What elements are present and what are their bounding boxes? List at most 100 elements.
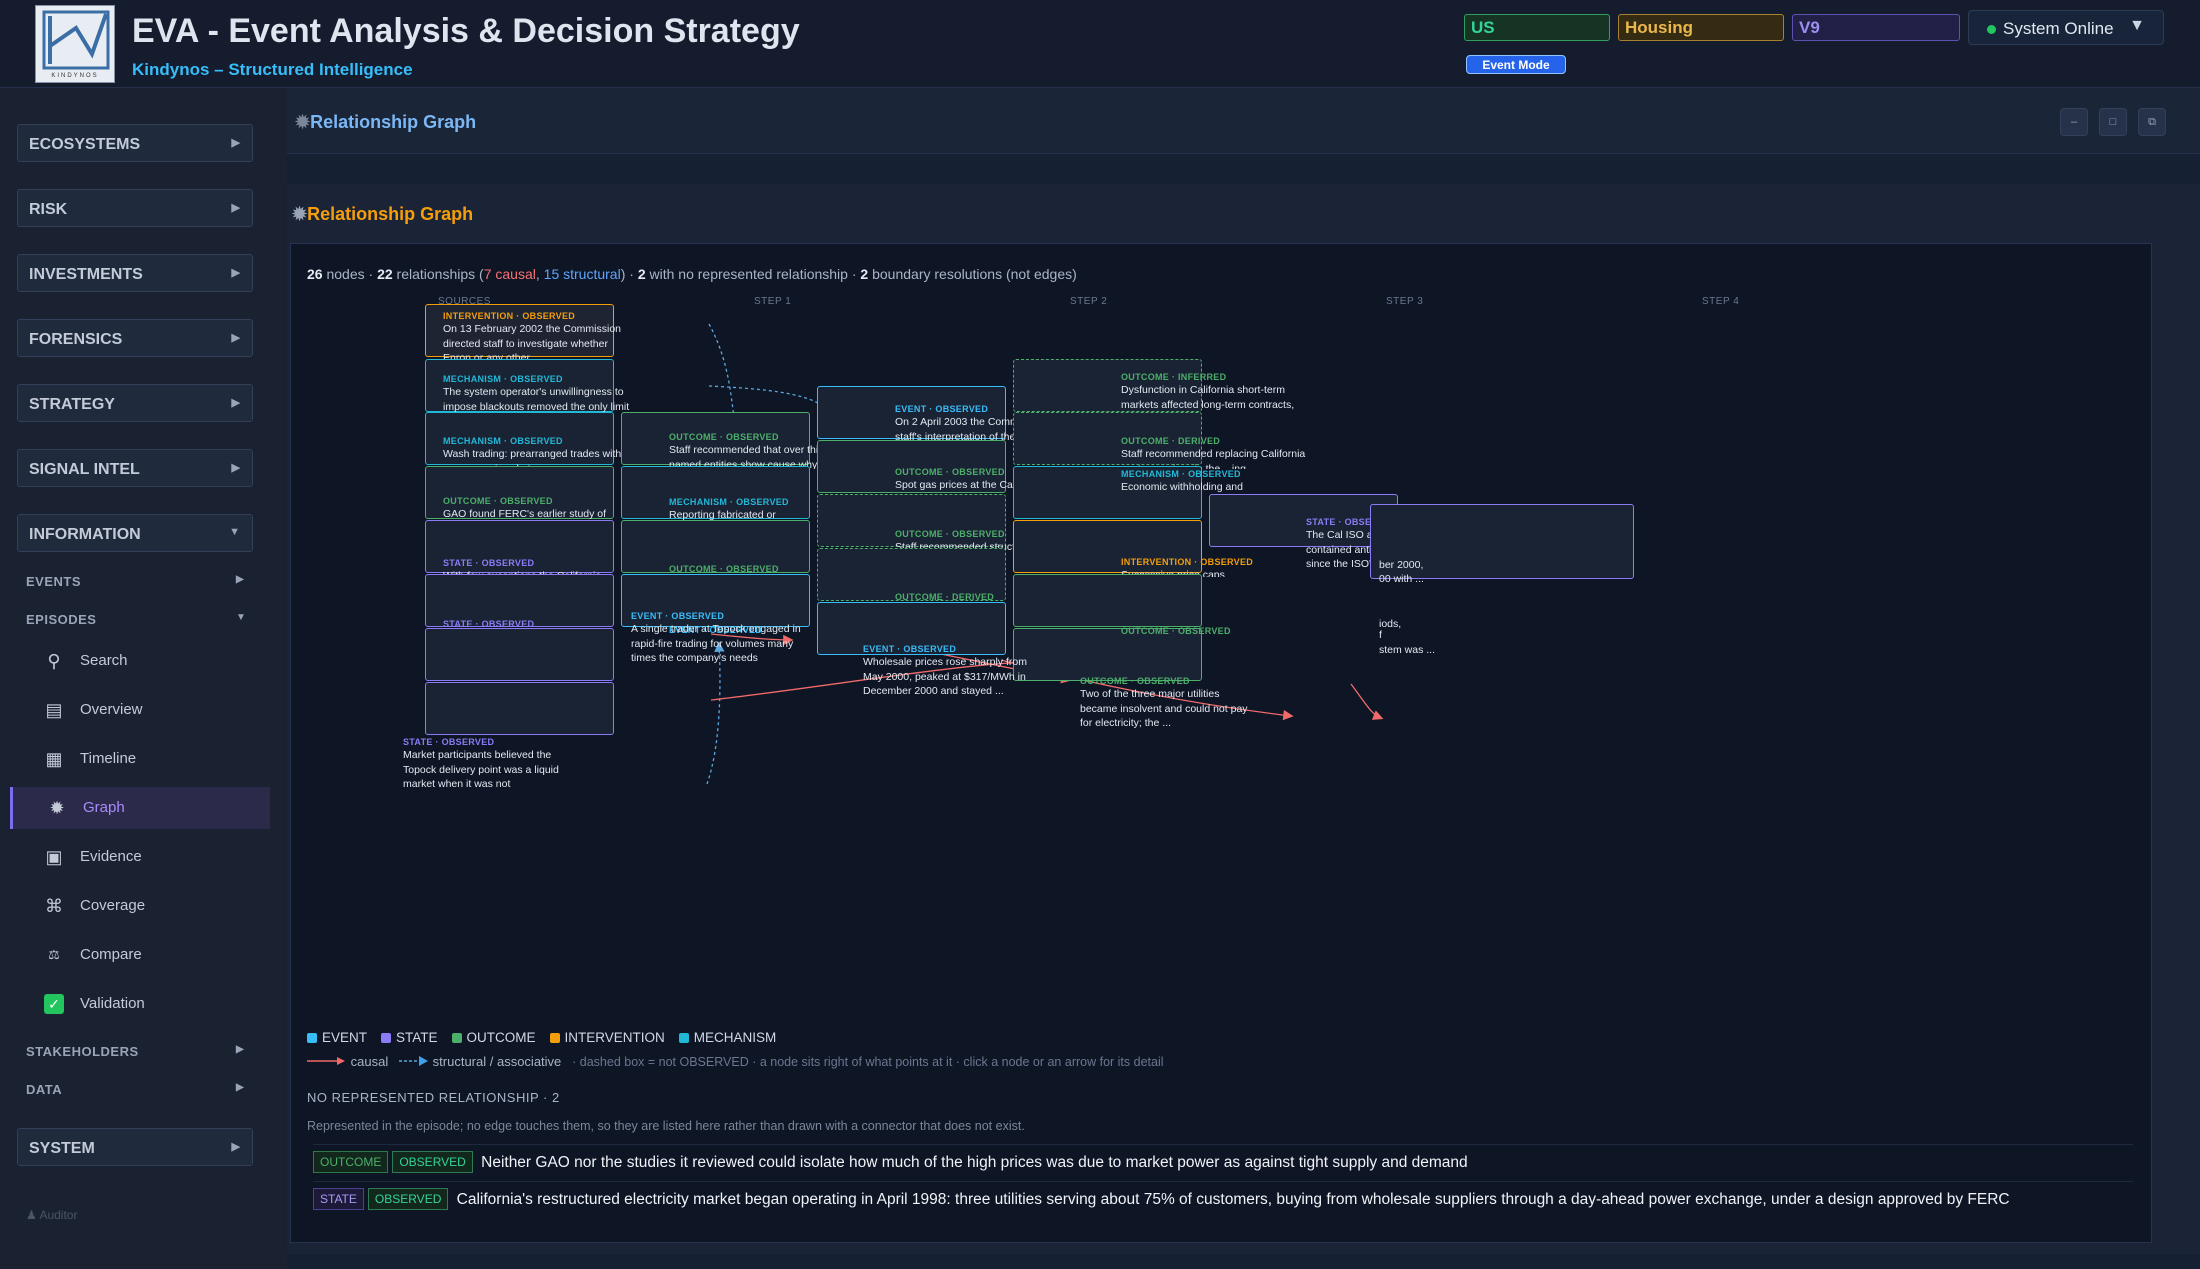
maximize-button[interactable]: □ <box>2099 108 2127 136</box>
node-text-fragment: iods, <box>1379 618 1402 630</box>
section-label: SIGNAL INTEL <box>29 461 140 478</box>
sidebar-section-ecosystems[interactable]: ECOSYSTEMS▶ <box>17 124 253 162</box>
expand-arrow-icon: ▶ <box>231 332 240 344</box>
graph-node-outcome[interactable] <box>817 440 1006 493</box>
check-icon: ✓ <box>44 994 64 1014</box>
node-type-label: OUTCOME · OBSERVED <box>1080 676 1190 686</box>
graph-node-outcome[interactable] <box>1013 412 1202 465</box>
region-selector[interactable]: US <box>1464 14 1610 41</box>
minimize-button[interactable]: – <box>2060 108 2088 136</box>
sidebar-section-risk[interactable]: RISK▶ <box>17 189 253 227</box>
sidebar-section-strategy[interactable]: STRATEGY▶ <box>17 384 253 422</box>
graph-node-mechanism[interactable] <box>425 412 614 465</box>
node-text[interactable]: Wholesale prices rose sharply from May 2… <box>863 656 1027 697</box>
sidebar-sub-events[interactable]: EVENTS▶ <box>26 574 244 589</box>
relationship-count-label: relationships <box>396 266 476 282</box>
causal-edge[interactable] <box>1350 683 1384 720</box>
node-type-label: OUTCOME · OBSERVED <box>669 432 779 442</box>
sidebar-section-investments[interactable]: INVESTMENTS▶ <box>17 254 253 292</box>
structural-edge[interactable] <box>708 323 739 425</box>
graph-node-state[interactable] <box>425 682 614 735</box>
graph-node-state[interactable] <box>425 520 614 573</box>
no-relationship-note: Represented in the episode; no edge touc… <box>307 1119 1025 1133</box>
version-selector[interactable]: V9 <box>1792 14 1960 41</box>
sub-label: EVENTS <box>26 574 82 589</box>
sidebar-item-timeline[interactable]: ▦Timeline <box>10 738 270 780</box>
graph-node-outcome[interactable] <box>1013 574 1202 627</box>
structural-edge[interactable] <box>708 385 828 411</box>
node-text: Reporting fabricated or <box>669 509 776 521</box>
node-text[interactable]: Two of the three major utilities became … <box>1080 688 1248 729</box>
sidebar-sub-stakeholders[interactable]: STAKEHOLDERS▶ <box>26 1044 244 1059</box>
legend-swatch <box>451 1033 462 1043</box>
graph-node-state[interactable] <box>425 628 614 681</box>
graph-node-outcome[interactable] <box>425 466 614 519</box>
sidebar-item-overview[interactable]: ▤Overview <box>10 689 270 731</box>
graph-node-state[interactable] <box>1209 494 1398 547</box>
legend-note: · dashed box = not OBSERVED · a node sit… <box>572 1055 1164 1069</box>
section-label: INFORMATION <box>29 526 141 543</box>
status-tag: OBSERVED <box>392 1151 473 1173</box>
sidebar-item-graph[interactable]: ✹Graph <box>10 787 270 829</box>
graph-node-outcome[interactable] <box>1013 628 1202 681</box>
causal-count: 7 causal <box>483 266 536 282</box>
expand-arrow-icon: ▶ <box>231 202 240 214</box>
graph-node-mechanism[interactable] <box>425 359 614 412</box>
graph-node-state[interactable] <box>1370 504 1634 579</box>
system-status-dropdown[interactable]: System Online ▼ <box>1968 10 2164 45</box>
node-type-label: OUTCOME · OBSERVED <box>895 529 1005 539</box>
graph-node-outcome[interactable] <box>817 548 1006 601</box>
graph-node-outcome[interactable] <box>621 520 810 573</box>
structural-arrow-icon <box>399 1056 429 1066</box>
section-label: FORENSICS <box>29 331 123 348</box>
node-text-fragment: 00 with ... <box>1379 573 1424 585</box>
node-text[interactable]: Market participants believed the Topock … <box>403 749 559 790</box>
sidebar-item-evidence[interactable]: ▣Evidence <box>10 836 270 878</box>
graph-node-event[interactable] <box>817 602 1006 655</box>
graph-node-outcome[interactable] <box>621 412 810 465</box>
graph-node-event[interactable] <box>817 386 1006 439</box>
sidebar: ECOSYSTEMS▶ RISK▶ INVESTMENTS▶ FORENSICS… <box>0 88 287 1269</box>
chevron-down-icon: ▼ <box>2129 17 2145 34</box>
status-dot-icon <box>1987 25 1996 34</box>
popout-button[interactable]: ⧉ <box>2138 108 2166 136</box>
column-header-step-4: STEP 4 <box>1702 296 1740 307</box>
legend-label: OUTCOME <box>466 1030 536 1045</box>
graph-node-mechanism[interactable] <box>1013 466 1202 519</box>
graph-node-outcome[interactable] <box>1013 359 1202 412</box>
sidebar-section-forensics[interactable]: FORENSICS ▶ <box>17 319 253 357</box>
event-mode-button[interactable]: Event Mode <box>1466 55 1566 74</box>
node-type-label: OUTCOME · OBSERVED <box>669 564 779 574</box>
structural-edge[interactable] <box>706 641 725 785</box>
sidebar-sub-episodes[interactable]: EPISODES▼ <box>26 612 246 627</box>
graph-node-mechanism[interactable] <box>621 466 810 519</box>
sidebar-item-search[interactable]: ⚲Search <box>10 640 270 682</box>
causal-edge[interactable] <box>710 633 794 646</box>
graph-node-outcome[interactable] <box>817 494 1006 547</box>
boundary-label: boundary resolutions (not edges) <box>872 266 1077 282</box>
node-text[interactable]: A single trader at Topock engaged in rap… <box>631 623 801 664</box>
sector-selector[interactable]: Housing <box>1618 14 1784 41</box>
graph-node-intervention[interactable] <box>1013 520 1202 573</box>
sidebar-item-validation[interactable]: ✓Validation <box>10 983 270 1025</box>
graph-node-state[interactable] <box>425 574 614 627</box>
sidebar-item-compare[interactable]: ⚖Compare <box>10 934 270 976</box>
legend-item-mechanism: MECHANISM <box>678 1030 777 1045</box>
node-type-label: INTERVENTION · OBSERVED <box>443 311 576 321</box>
item-label: Overview <box>80 701 143 718</box>
node-text: Staff recommended that over thirty named… <box>669 444 830 469</box>
sidebar-sub-data[interactable]: DATA▶ <box>26 1082 244 1097</box>
status-tag: OBSERVED <box>367 1188 449 1210</box>
legend-swatch <box>549 1033 560 1043</box>
sidebar-section-system[interactable]: SYSTEM▶ <box>17 1128 253 1166</box>
sidebar-item-coverage[interactable]: ⌘Coverage <box>10 885 270 927</box>
graph-node-event[interactable] <box>621 574 810 627</box>
app-header: KINDYNOS EVA - Event Analysis & Decision… <box>0 0 2200 88</box>
node-type-label: MECHANISM · OBSERVED <box>669 497 789 507</box>
sidebar-section-information[interactable]: INFORMATION▼ <box>17 514 253 552</box>
legend-label: MECHANISM <box>693 1030 777 1045</box>
graph-node-intervention[interactable] <box>425 304 614 357</box>
sidebar-section-signal-intel[interactable]: SIGNAL INTEL▶ <box>17 449 253 487</box>
